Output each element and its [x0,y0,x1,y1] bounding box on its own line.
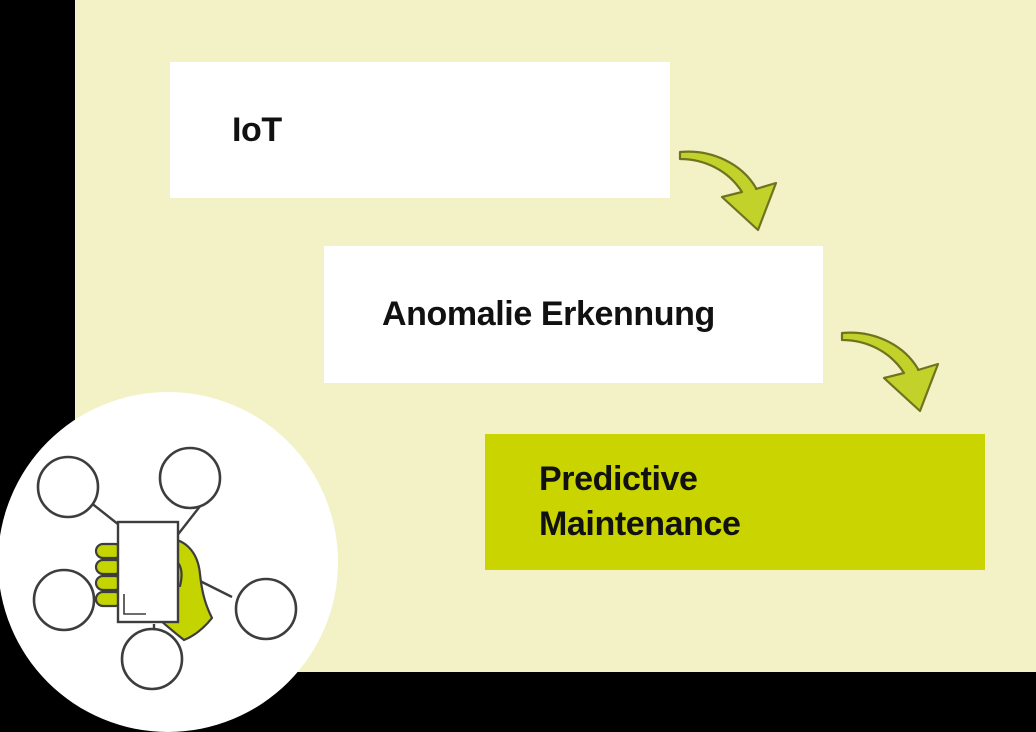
network-node-bottom-left [32,568,96,632]
flow-step-iot-label: IoT [232,110,282,149]
phone-screen-detail [123,594,146,615]
flow-step-iot[interactable]: IoT [170,62,670,198]
network-node-bottom [120,627,184,691]
network-node-right [234,577,298,641]
flow-step-predictive-maintenance-label: Predictive Maintenance [539,459,741,543]
phone-body [116,520,180,624]
arrow-anomaly-to-predictive [838,313,956,422]
arrow-iot-to-anomaly [676,132,794,241]
flow-step-anomaly-detection[interactable]: Anomalie Erkennung [324,246,823,383]
flow-step-anomaly-detection-label: Anomalie Erkennung [382,295,715,333]
hand-holding-phone-network-icon [0,392,338,732]
network-node-top-left [36,455,100,519]
network-node-top-right [158,446,222,510]
curved-down-arrow-icon [840,331,940,413]
network-node-highlights [40,460,254,673]
curved-down-arrow-icon [678,150,778,232]
hand-holding-phone [94,520,214,642]
flow-step-predictive-maintenance[interactable]: Predictive Maintenance [485,434,985,570]
iot-network-illustration [0,392,338,732]
